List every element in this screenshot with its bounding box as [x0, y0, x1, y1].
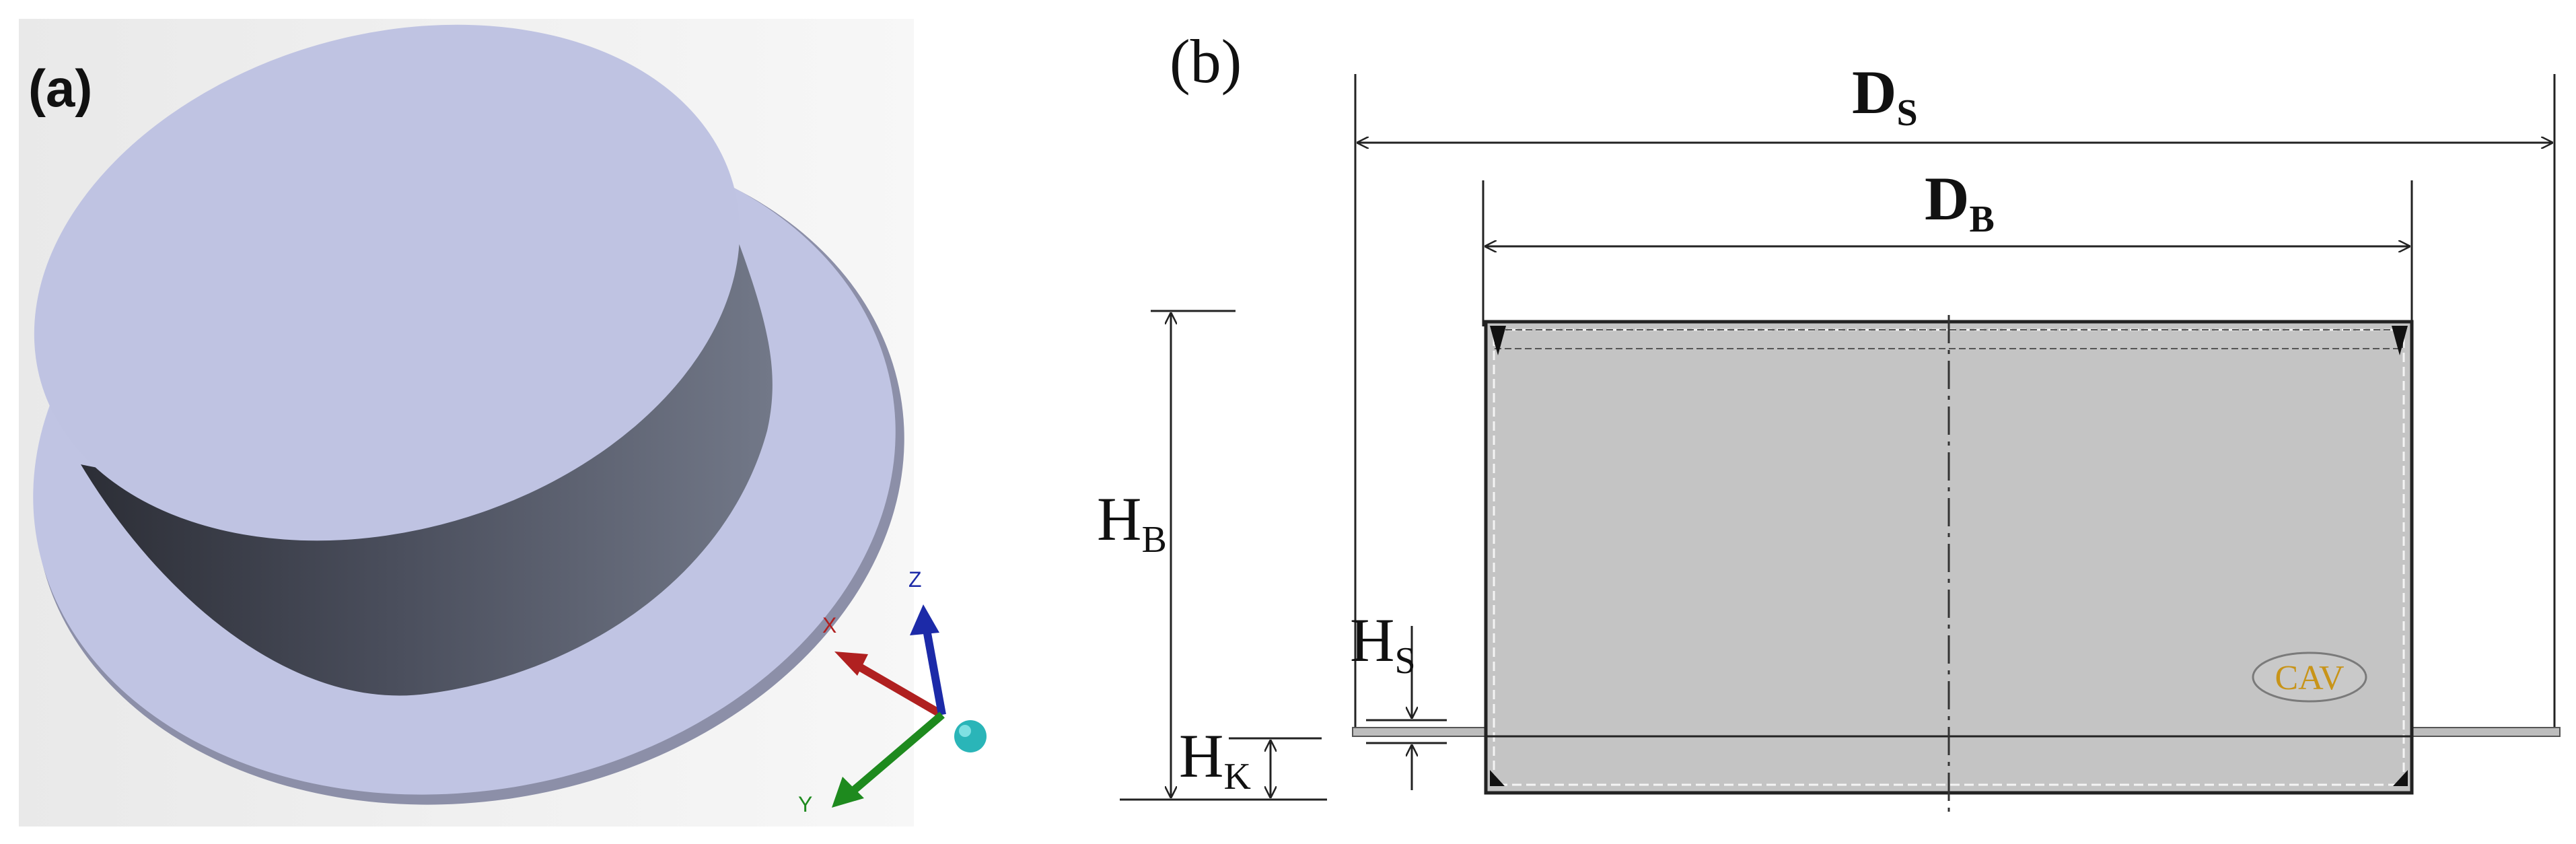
axis-x-arrowhead — [834, 652, 868, 676]
db-label: DB — [1925, 164, 1995, 240]
corner-marker-top-right — [2392, 326, 2408, 355]
corner-marker-bottom-left — [1490, 770, 1505, 786]
panel-b-label: (b) — [1170, 27, 1242, 96]
panel-a: (a) X Z Y — [19, 19, 987, 827]
axis-x-label: X — [822, 613, 836, 637]
cav-label: CAV — [2275, 659, 2344, 697]
axis-z-label: Z — [908, 567, 922, 592]
ds-label: DS — [1852, 58, 1918, 134]
axis-y-label: Y — [798, 792, 812, 816]
hk-label: HK — [1179, 722, 1251, 798]
axis-z-arrowhead — [910, 604, 939, 635]
cylinder-wall — [81, 141, 773, 696]
hb-label: HB — [1097, 485, 1167, 561]
axis-y-arrowhead — [832, 777, 864, 808]
axis-x-line — [847, 657, 945, 719]
axis-y-line — [847, 711, 945, 798]
corner-marker-bottom-right — [2393, 770, 2408, 786]
cav-badge — [2252, 652, 2367, 703]
axis-z-line — [922, 625, 946, 716]
top-disc — [34, 24, 740, 541]
panel-b: (b) DS DB CAV HB — [1097, 27, 2561, 812]
origin-ball-highlight — [959, 725, 971, 737]
coordinate-triad: X Z Y — [798, 567, 987, 816]
corner-marker-top-left — [1490, 326, 1506, 355]
panel-a-label: (a) — [28, 59, 92, 118]
origin-ball — [954, 720, 987, 752]
hs-label: HS — [1350, 606, 1416, 682]
